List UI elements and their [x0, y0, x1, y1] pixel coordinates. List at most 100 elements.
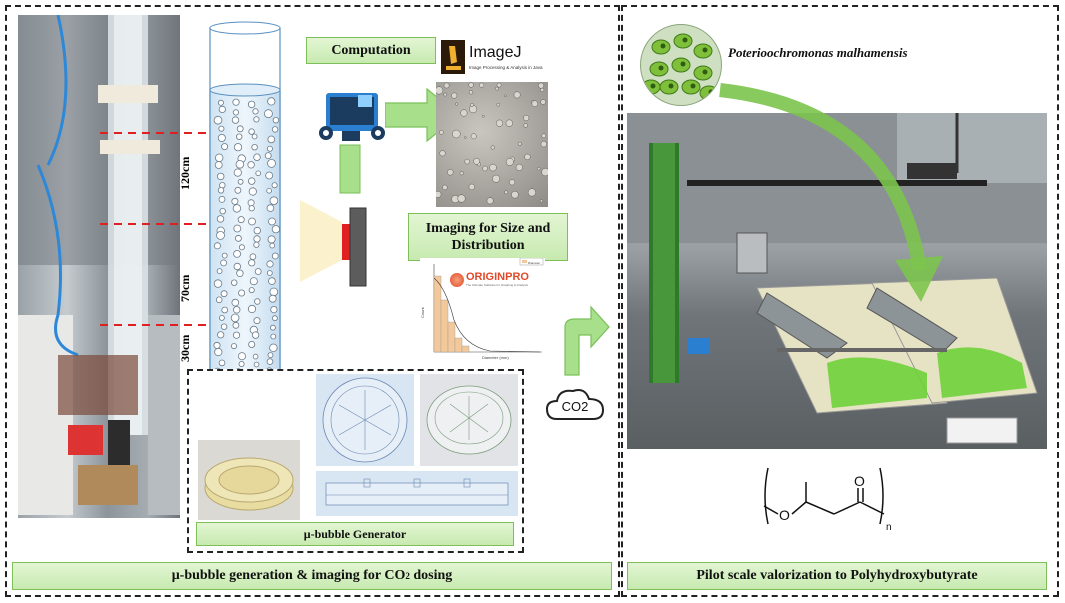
bubble — [253, 235, 261, 243]
microbubble — [496, 82, 502, 88]
microbubble — [524, 153, 531, 161]
microbubble — [452, 129, 461, 139]
bubble — [270, 305, 278, 314]
microbubble — [490, 145, 495, 150]
bubble — [271, 225, 281, 234]
bubble — [232, 331, 241, 339]
organism-label: Poterioochromonas malhamensis — [728, 45, 908, 60]
bubble — [219, 207, 226, 215]
bubble — [237, 216, 245, 224]
bubble — [269, 287, 279, 297]
left-caption-subscript: 2 — [405, 571, 410, 581]
imagej-tagline: Image Processing & Analysis in Java — [469, 65, 543, 70]
algae-nucleus — [690, 83, 696, 89]
size-distribution-chart: Diameter (mm) Count Diameter ORIGINPRO T… — [420, 257, 545, 362]
bubble — [266, 260, 274, 268]
bubble — [269, 242, 275, 249]
bubble — [247, 199, 255, 207]
bubble — [266, 188, 272, 194]
bubble — [272, 315, 278, 322]
bubble — [266, 270, 273, 276]
bubble — [232, 109, 239, 116]
bubble — [248, 287, 255, 294]
algae-nucleus — [702, 47, 708, 53]
bubble — [270, 324, 276, 331]
originpro-name: ORIGINPRO — [466, 271, 529, 283]
microbubble — [447, 169, 454, 176]
bubble — [253, 361, 260, 368]
height-label-120cm: 120cm — [178, 156, 192, 190]
bubble — [236, 125, 244, 133]
phb-repeat-subscript: n — [886, 522, 892, 532]
generator-photo — [198, 440, 300, 520]
bubble — [269, 343, 278, 352]
microbubble — [540, 140, 547, 148]
microbubble — [509, 179, 516, 186]
microbubble — [523, 114, 530, 122]
microbubble — [486, 197, 494, 205]
imaging-label-text: Imaging for Size and Distribution — [425, 221, 551, 253]
bubble — [235, 234, 242, 242]
bubble — [233, 224, 242, 233]
algae-nucleus — [658, 65, 664, 71]
bubble — [220, 323, 228, 330]
microbubble — [541, 168, 550, 177]
bubble — [216, 172, 225, 181]
microbubble — [517, 141, 522, 146]
microbubble — [443, 92, 448, 97]
microbubble — [455, 102, 459, 106]
microbubble — [481, 114, 485, 118]
bubble — [266, 145, 273, 152]
microbubble — [442, 184, 448, 191]
algae-nucleus — [702, 69, 708, 75]
microbubble — [464, 158, 470, 165]
bubble — [271, 182, 278, 189]
bubble — [237, 178, 244, 185]
cloud-icon — [545, 389, 605, 420]
bubble — [253, 241, 260, 248]
right-caption: Pilot scale valorization to Polyhydroxyb… — [627, 562, 1047, 590]
microbubble — [464, 136, 467, 139]
originpro-tagline: The Ultimate Software for Graphing & Ana… — [466, 283, 528, 287]
microbubble — [473, 157, 480, 165]
camera-light-icon — [300, 200, 367, 287]
bubble — [271, 252, 279, 260]
generator-cad-iso — [420, 374, 518, 466]
bubble — [266, 358, 274, 365]
bubble — [247, 161, 255, 169]
microbubble — [439, 129, 444, 135]
bubble — [230, 313, 240, 323]
bubble — [216, 215, 225, 223]
bubble — [218, 314, 225, 321]
bubble — [218, 359, 226, 367]
microbubble — [541, 133, 547, 139]
bubble — [233, 262, 241, 271]
imagej-logo: ImageJ Image Processing & Analysis in Ja… — [441, 40, 561, 76]
bubble — [267, 352, 274, 359]
microbubble — [492, 174, 501, 183]
chart-y-label: Count — [420, 306, 425, 318]
left-panel — [5, 5, 620, 597]
bubble — [238, 289, 246, 297]
microbubble — [495, 86, 499, 91]
computation-label: Computation — [306, 37, 436, 64]
bubble — [264, 109, 273, 119]
bubble — [249, 277, 258, 286]
microbubble — [468, 90, 474, 95]
microbubble — [537, 167, 541, 171]
bubble — [248, 340, 256, 348]
computer-icon — [319, 93, 385, 194]
bubble — [230, 343, 237, 350]
bubble — [248, 187, 257, 196]
phb-ether-oxygen: O — [779, 507, 790, 523]
microbubble — [531, 100, 539, 107]
bubble — [267, 97, 276, 106]
bubble — [213, 341, 221, 349]
bubble — [253, 116, 260, 123]
bubble — [268, 277, 276, 285]
microbubble — [513, 91, 521, 99]
bubble — [217, 187, 225, 194]
microbubble — [435, 86, 444, 95]
